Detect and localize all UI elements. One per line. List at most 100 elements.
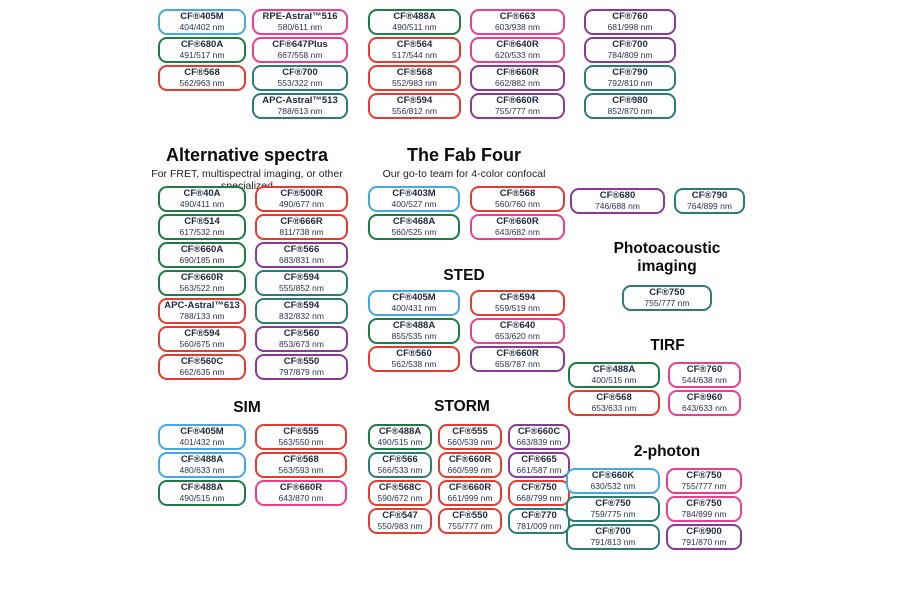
dye-name: CF®594 (283, 299, 320, 311)
dye-wavelengths: 404/402 nm (179, 21, 225, 32)
dye-wavelengths: 746/688 nm (595, 200, 640, 211)
dye-wavelengths: 855/535 nm (391, 330, 437, 341)
dye-wavelengths: 563/522 nm (179, 282, 225, 293)
dye-name: CF®566 (283, 243, 320, 255)
dye-name: CF®770 (521, 509, 557, 521)
dye-wavelengths: 560/525 nm (391, 226, 437, 237)
dye-name: CF®568 (396, 66, 433, 78)
dye-wavelengths: 755/777 nm (644, 297, 690, 308)
dye-name: CF®790 (612, 66, 648, 78)
dye-wavelengths: 791/870 nm (681, 536, 727, 547)
dye-wavelengths: 755/777 nm (447, 520, 493, 531)
dye-name: CF®550 (452, 509, 488, 521)
heading-storm: STORM (357, 398, 567, 416)
dye-wavelengths: 667/558 nm (277, 49, 323, 60)
dye-wavelengths: 560/539 nm (447, 436, 493, 447)
dye-name: CF®560 (283, 327, 320, 339)
dye-name: CF®405M (180, 425, 224, 437)
dye-wavelengths: 663/839 nm (516, 436, 562, 447)
dye-wavelengths: 491/517 nm (179, 49, 225, 60)
dye-wavelengths: 553/322 nm (277, 77, 323, 88)
dye-name: CF®900 (686, 525, 722, 537)
heading-subtitle-fab-four: Our go-to team for 4-color confocal (382, 167, 546, 180)
dye-wavelengths: 653/620 nm (495, 330, 540, 341)
dye-name: CF®960 (686, 391, 723, 403)
dye-wavelengths: 580/611 nm (277, 21, 323, 32)
dye-wavelengths: 490/511 nm (392, 21, 437, 32)
dye-name: CF®660R (448, 481, 492, 493)
dye-name: CF®666R (280, 215, 323, 227)
dye-wavelengths: 559/519 nm (495, 302, 540, 313)
dye-wavelengths: 811/738 nm (279, 226, 324, 237)
dye-name: CF®594 (283, 271, 320, 283)
heading-title-sted: STED (443, 267, 485, 284)
dye-name: CF®547 (382, 509, 418, 521)
dye-name: CF®568 (499, 187, 536, 199)
dye-wavelengths: 784/809 nm (607, 49, 653, 60)
dye-name: CF®760 (612, 10, 648, 22)
dye-wavelengths: 563/550 nm (278, 436, 324, 447)
dye-name: CF®564 (396, 38, 433, 50)
dye-name: CF®660R (448, 453, 492, 465)
heading-sim: SIM (147, 399, 347, 417)
dye-name: CF®550 (283, 355, 320, 367)
heading-title-storm: STORM (434, 398, 490, 415)
dye-name: CF®555 (452, 425, 488, 437)
heading-two-photon: 2-photon (592, 443, 742, 461)
dye-wavelengths: 662/635 nm (179, 366, 225, 377)
dye-wavelengths: 683/831 nm (279, 254, 324, 265)
dye-wavelengths: 550/983 nm (377, 520, 423, 531)
dye-wavelengths: 490/515 nm (377, 436, 423, 447)
dye-name: CF®568 (283, 453, 319, 465)
dye-wavelengths: 620/533 nm (495, 49, 540, 60)
dye-name: CF®647Plus (272, 38, 328, 50)
dye-wavelengths: 630/532 nm (590, 480, 636, 491)
dye-wavelengths: 788/133 nm (179, 310, 225, 321)
dye-wavelengths: 401/432 nm (179, 436, 225, 447)
heading-title-alternative-spectra: Alternative spectra (165, 145, 329, 165)
dye-wavelengths: 556/812 nm (392, 105, 437, 116)
dye-name: CF®700 (595, 525, 631, 537)
dye-wavelengths: 563/593 nm (278, 464, 324, 475)
dye-wavelengths: 552/983 nm (392, 77, 437, 88)
dye-wavelengths: 755/777 nm (681, 480, 727, 491)
dye-name: CF®750 (686, 497, 722, 509)
dye-name: CF®660R (496, 347, 539, 359)
